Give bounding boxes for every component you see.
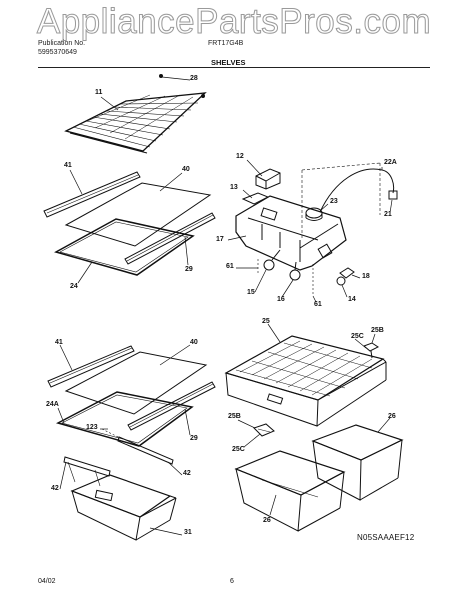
callout-41-upper: 41 (64, 162, 72, 169)
lower-front-trim-41 (47, 345, 135, 388)
humidity-slide-25b-top (363, 342, 379, 359)
upper-shelf-frame-24 (54, 218, 195, 276)
callout-24a: 24A (46, 401, 59, 408)
callout-25c-bottom: 25C (232, 446, 245, 453)
callout-13: 13 (230, 184, 238, 191)
model-number: FRT17G4B (208, 40, 244, 47)
callout-61-left: 61 (226, 263, 234, 270)
callout-14: 14 (348, 296, 356, 303)
light-socket-15 (263, 249, 281, 271)
callout-26-front: 26 (263, 517, 271, 524)
callout-15: 15 (247, 289, 255, 296)
section-title: SHELVES (211, 58, 246, 67)
footer-page-number: 6 (230, 578, 234, 585)
callout-28: 28 (190, 75, 198, 82)
callout-25: 25 (262, 318, 270, 325)
wire-harness-22a (301, 162, 398, 240)
callout-25b-bottom: 25B (228, 413, 241, 420)
publication-number: 5995370649 (38, 49, 77, 56)
crisper-drawer-rear-26 (311, 424, 404, 501)
dial-13 (241, 192, 270, 205)
leader-lines (57, 76, 393, 536)
drawer-support-bar-42 (63, 456, 111, 487)
upper-glass-40 (64, 182, 212, 247)
callout-29-upper: 29 (185, 266, 193, 273)
meat-pan-31 (70, 474, 177, 541)
callout-12: 12 (236, 153, 244, 160)
lower-glass-40 (64, 351, 208, 415)
switch-18 (339, 267, 355, 279)
callout-42-rail: 42 (183, 470, 191, 477)
header-rule (38, 67, 430, 68)
callout-29-lower: 29 (190, 435, 198, 442)
footer-date: 04/02 (38, 578, 56, 585)
upper-rear-trim-29 (124, 212, 216, 265)
callout-25c-top: 25C (351, 333, 364, 340)
lamp-16 (289, 261, 301, 281)
humidity-slide-25b-bottom (253, 423, 275, 437)
callout-40-upper: 40 (182, 166, 190, 173)
lower-shelf-frame-24a (55, 391, 194, 447)
callout-42-bar: 42 (51, 485, 59, 492)
callout-26-rear: 26 (388, 413, 396, 420)
wire-shelf (64, 74, 207, 154)
callout-25b-top: 25B (371, 327, 384, 334)
crisper-cover-25 (224, 335, 387, 427)
slide-rail-42 (101, 428, 174, 465)
thermostat-23 (305, 207, 323, 221)
clip-14 (336, 276, 346, 286)
callout-40-lower: 40 (190, 339, 198, 346)
callout-21: 21 (384, 211, 392, 218)
callout-11: 11 (95, 89, 103, 96)
callout-31: 31 (184, 529, 192, 536)
lower-rear-trim-29 (127, 381, 216, 431)
crisper-drawer-front-26 (234, 450, 346, 532)
callout-22a: 22A (384, 159, 397, 166)
publication-label: Publication No. (38, 40, 86, 47)
watermark: AppliancePartsPros.com (36, 2, 432, 42)
callout-61-right: 61 (314, 301, 322, 308)
callout-17: 17 (216, 236, 224, 243)
callout-24: 24 (70, 283, 78, 290)
callout-23: 23 (330, 198, 338, 205)
upper-front-trim-41 (43, 171, 141, 218)
diagram-code: N05SAAAEF12 (357, 533, 415, 542)
callout-16: 16 (277, 296, 285, 303)
callout-41-lower: 41 (55, 339, 63, 346)
control-knob-12 (255, 168, 281, 190)
control-housing-17 (235, 195, 347, 271)
callout-123: 123 (86, 424, 98, 431)
callout-18: 18 (362, 273, 370, 280)
